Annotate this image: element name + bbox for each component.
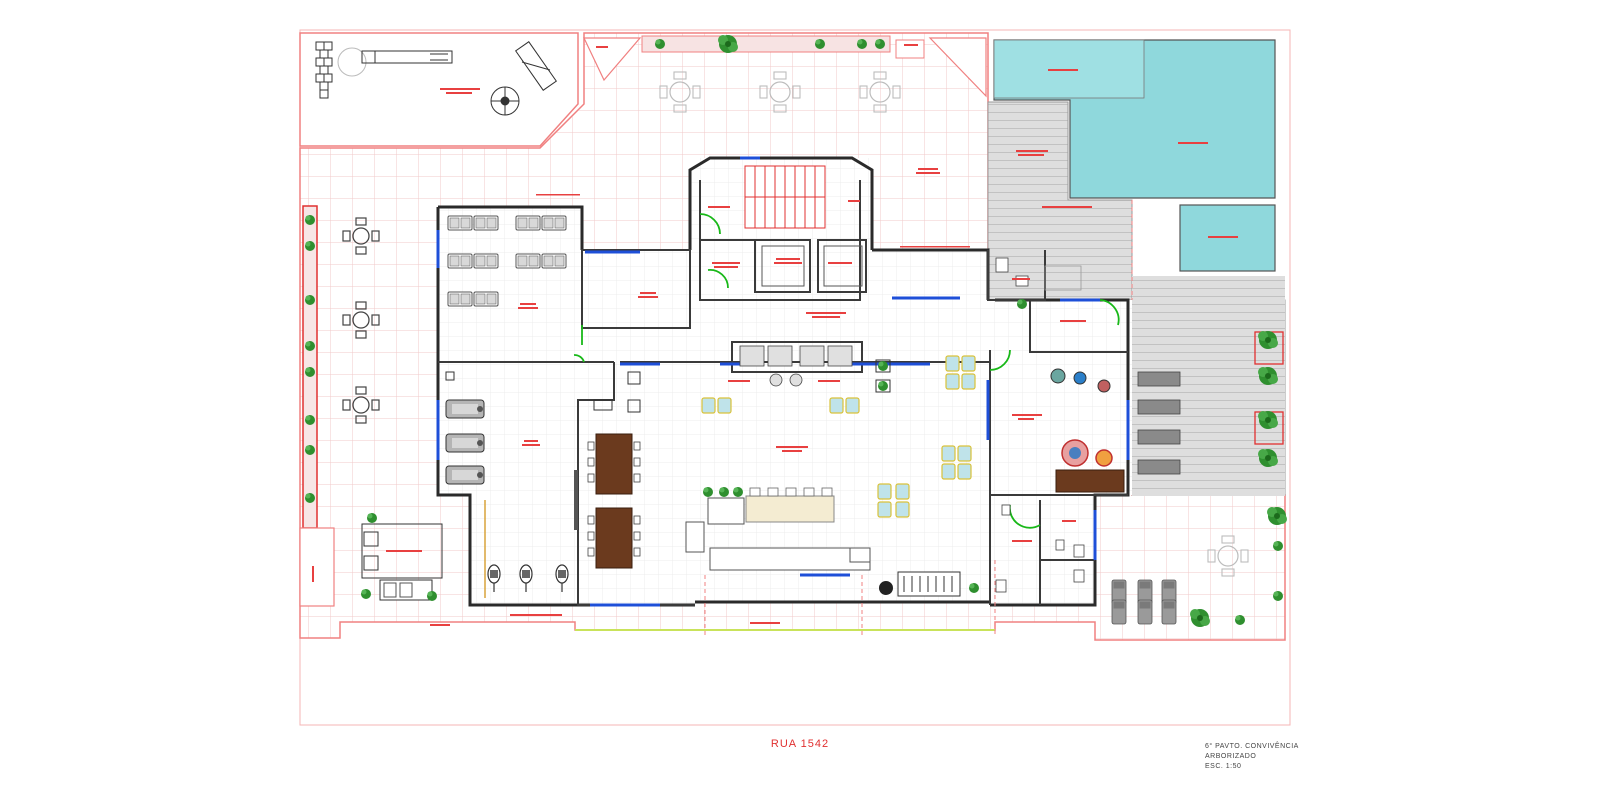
planter-right-side [1190,331,1287,627]
gourmet-counter [685,487,871,571]
game-tables [574,371,641,569]
plant-near-bath [1017,299,1027,309]
reception-sofas [739,345,853,387]
playground-equipment [315,41,558,116]
playground-area [299,32,579,147]
bottom-left-outdoor [299,513,443,607]
street-label: RUA 1542 [770,738,830,750]
planter-top [641,35,891,53]
bottom-lounge [875,359,979,597]
room-label-marks [312,44,1238,626]
loungers-bottom-right [1111,579,1177,625]
grill-box [895,39,925,59]
bathrooms [995,257,1085,593]
stairwell [744,165,826,229]
elevators [761,245,863,287]
gym-equipment [445,371,569,598]
planter-left [583,37,642,82]
dashed-axis-lines [704,200,1133,636]
planter-right [928,37,987,98]
title-line-scale: ESC. 1:50 [1205,763,1242,770]
title-line-subtitle: ARBORIZADO [1205,753,1257,760]
title-line-floor: 6° PAVTO. CONVIVÊNCIA [1205,743,1299,750]
pool-loungers [1137,371,1181,475]
title-block: 6° PAVTO. CONVIVÊNCIA ARBORIZADO ESC. 1:… [1205,742,1299,772]
toy-room-items [1050,368,1125,493]
